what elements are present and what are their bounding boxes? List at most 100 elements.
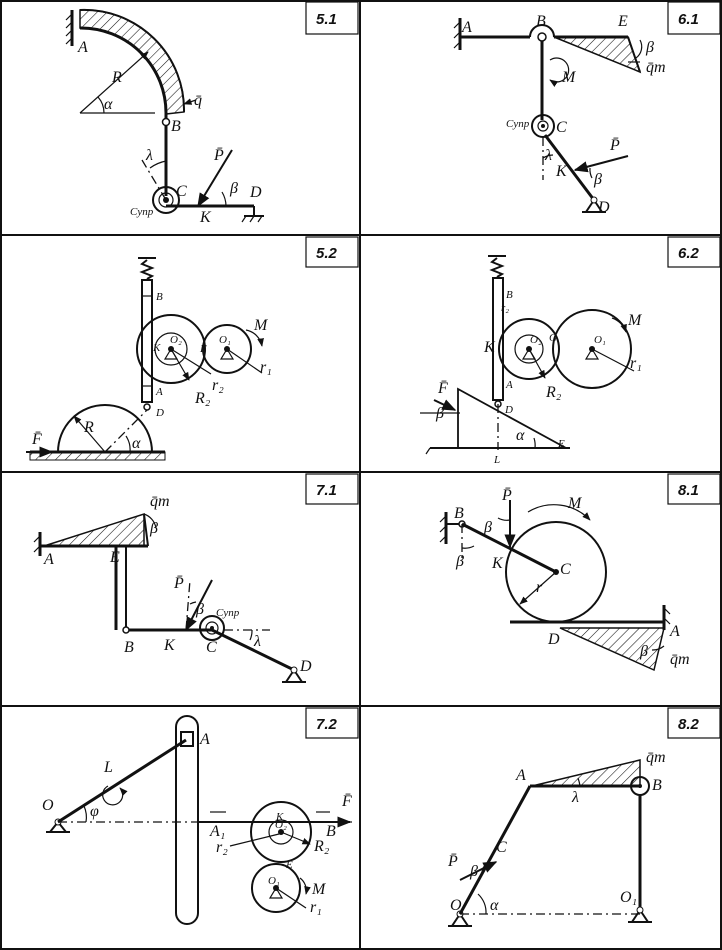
svg-text:7.1: 7.1 — [316, 482, 337, 499]
svg-text:E: E — [109, 549, 120, 566]
svg-text:F̄: F̄ — [437, 380, 448, 397]
svg-text:8.2: 8.2 — [678, 716, 700, 733]
svg-text:O: O — [42, 797, 54, 814]
svg-text:λ: λ — [253, 633, 261, 650]
svg-text:α: α — [132, 435, 141, 452]
svg-text:A: A — [43, 551, 54, 568]
svg-text:β: β — [483, 519, 492, 536]
svg-text:G: G — [549, 332, 557, 344]
svg-text:A: A — [199, 731, 210, 748]
panel-number-7-2: 7.2 — [305, 707, 359, 739]
svg-text:K: K — [483, 339, 496, 356]
svg-text:D: D — [597, 199, 610, 216]
svg-text:R₂: R₂ — [313, 838, 330, 855]
panel-number-6-1: 6.1 — [667, 1, 721, 35]
svg-text:M: M — [627, 312, 643, 329]
svg-text:A: A — [155, 386, 163, 398]
svg-text:A₁: A₁ — [209, 823, 225, 840]
diagram-7-2: O A A₁ B K E L O₁ O₂ M r₁ r₂ R₂ F̄ φ — [42, 715, 356, 925]
svg-text:M: M — [561, 69, 577, 86]
svg-text:O₁: O₁ — [620, 889, 637, 906]
svg-text:q̄m: q̄m — [646, 749, 666, 766]
svg-text:B: B — [326, 823, 336, 840]
svg-text:λ: λ — [145, 147, 153, 164]
svg-text:P̄: P̄ — [173, 575, 184, 592]
svg-text:C: C — [176, 183, 187, 200]
svg-text:M: M — [311, 881, 327, 898]
diagram-6-2: B K A D E G L O₁ O₂ M r₁ r₂ R₂ F̄ β α — [420, 255, 643, 466]
svg-text:Cупр: Cупр — [216, 607, 240, 619]
svg-text:β: β — [593, 171, 602, 188]
svg-text:q̄m: q̄m — [670, 651, 690, 668]
svg-text:E: E — [285, 859, 293, 871]
svg-text:D: D — [547, 631, 560, 648]
svg-text:B: B — [454, 505, 464, 522]
svg-text:E: E — [199, 343, 207, 355]
svg-text:P̄: P̄ — [213, 147, 224, 164]
svg-text:M: M — [567, 495, 583, 512]
svg-text:D: D — [504, 404, 513, 416]
svg-text:B: B — [171, 118, 181, 135]
svg-text:λ: λ — [544, 147, 552, 164]
svg-text:K: K — [555, 163, 568, 180]
panel-number-8-2: 8.2 — [667, 707, 721, 739]
svg-text:Cупр: Cупр — [506, 118, 530, 130]
svg-text:r₂: r₂ — [216, 839, 228, 856]
diagram-6-1: A B E C D K M P̄ β β λ q̄m Cупр — [453, 13, 666, 216]
svg-text:α: α — [490, 897, 499, 914]
svg-text:β: β — [195, 601, 204, 618]
svg-text:β: β — [149, 520, 158, 537]
svg-text:B: B — [652, 777, 662, 794]
svg-text:C: C — [206, 639, 217, 656]
svg-text:5.2: 5.2 — [316, 245, 338, 262]
svg-text:r₁: r₁ — [260, 359, 272, 376]
svg-text:A: A — [505, 379, 513, 391]
svg-text:C: C — [556, 119, 567, 136]
panel-number-5-2: 5.2 — [305, 236, 359, 268]
svg-text:O: O — [450, 897, 462, 914]
svg-text:K: K — [275, 811, 284, 823]
svg-text:K: K — [491, 555, 504, 572]
svg-text:B: B — [506, 289, 513, 301]
svg-text:L: L — [493, 454, 500, 466]
svg-text:7.2: 7.2 — [316, 716, 338, 733]
svg-text:A: A — [461, 19, 472, 36]
diagram-8-1: B K C D A M P̄ r β β β q̄m — [439, 487, 690, 672]
svg-text:r₂: r₂ — [501, 302, 509, 314]
diagram-8-2: O O₁ A B C P̄ α β λ q̄m — [447, 749, 666, 927]
svg-text:A: A — [515, 767, 526, 784]
svg-text:B: B — [156, 291, 163, 303]
svg-text:P̄: P̄ — [447, 853, 458, 870]
svg-text:O₁: O₁ — [219, 334, 231, 346]
svg-text:A: A — [77, 39, 88, 56]
svg-text:D: D — [155, 407, 164, 419]
svg-text:K: K — [152, 342, 161, 354]
svg-text:R: R — [83, 419, 94, 436]
svg-text:C: C — [496, 839, 507, 856]
svg-text:E: E — [557, 438, 565, 450]
svg-text:P̄: P̄ — [609, 137, 620, 154]
svg-text:r: r — [536, 579, 543, 596]
svg-text:β: β — [455, 553, 464, 570]
svg-text:6.1: 6.1 — [678, 11, 699, 28]
svg-text:β: β — [435, 405, 444, 422]
svg-text:B: B — [124, 639, 134, 656]
svg-text:β: β — [645, 39, 654, 56]
panel-number-7-1: 7.1 — [305, 473, 359, 505]
svg-text:α: α — [516, 427, 525, 444]
svg-text:λ: λ — [571, 789, 579, 806]
svg-text:F̄: F̄ — [341, 793, 352, 810]
svg-text:E: E — [617, 13, 628, 30]
svg-text:r₁: r₁ — [310, 899, 322, 916]
svg-text:β: β — [229, 180, 238, 197]
diagram-7-1: A E B K C D P̄ β β λ q̄m Cупр — [33, 493, 312, 683]
svg-text:5.1: 5.1 — [316, 11, 337, 28]
svg-text:β: β — [639, 643, 648, 660]
svg-text:O₁: O₁ — [594, 334, 606, 346]
svg-text:M: M — [253, 317, 269, 334]
svg-text:C: C — [560, 561, 571, 578]
svg-text:O₂: O₂ — [275, 819, 287, 831]
